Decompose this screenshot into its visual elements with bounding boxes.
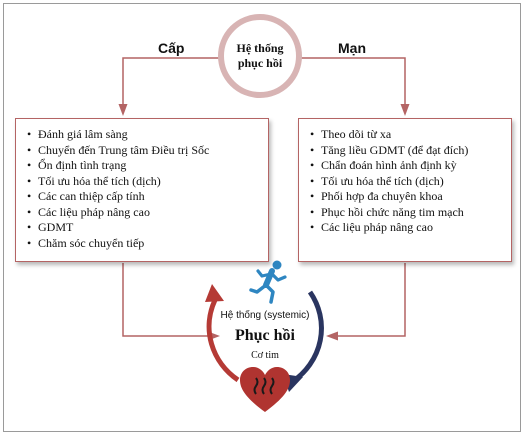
list-item: Các liệu pháp nâng cao: [310, 220, 511, 236]
running-person-icon: [249, 260, 287, 304]
arrow-from-acute-box: [122, 263, 220, 341]
arrow-from-chronic-box: [326, 263, 406, 341]
acute-items-list: Đánh giá lâm sàng Chuyển đến Trung tâm Đ…: [27, 127, 268, 251]
list-item: Phục hồi chức năng tim mạch: [310, 205, 511, 221]
recovery-title: Phục hồi: [234, 327, 295, 344]
list-item: Chuyển đến Trung tâm Điều trị Sốc: [27, 143, 268, 159]
center-label: Hệ thống phục hồi: [236, 41, 284, 70]
acute-care-box: Đánh giá lâm sàng Chuyển đến Trung tâm Đ…: [15, 118, 269, 262]
chronic-label: Mạn: [338, 40, 366, 56]
list-item: Đánh giá lâm sàng: [27, 127, 268, 143]
systemic-label: Hệ thống (systemic): [220, 310, 310, 321]
acute-label: Cấp: [158, 40, 185, 56]
chronic-care-box: Theo dõi từ xa Tăng liều GDMT (để đạt đí…: [298, 118, 512, 262]
arrow-to-acute-box: [118, 57, 222, 116]
cycle-arrowhead-red: [205, 284, 224, 302]
arrow-to-chronic-box: [298, 57, 410, 116]
list-item: Tối ưu hóa thể tích (dịch): [27, 174, 268, 190]
list-item: Tăng liều GDMT (để đạt đích): [310, 143, 511, 159]
center-node: Hệ thống phục hồi: [218, 14, 302, 98]
list-item: Các can thiệp cấp tính: [27, 189, 268, 205]
chronic-items-list: Theo dõi từ xa Tăng liều GDMT (để đạt đí…: [310, 127, 511, 236]
list-item: Chăm sóc chuyển tiếp: [27, 236, 268, 252]
list-item: Theo dõi từ xa: [310, 127, 511, 143]
cardiac-label: Cơ tim: [251, 350, 279, 361]
list-item: GDMT: [27, 220, 268, 236]
list-item: Các liệu pháp nâng cao: [27, 205, 268, 221]
cycle-arrow-navy: [290, 290, 324, 385]
list-item: Tối ưu hóa thể tích (dịch): [310, 174, 511, 190]
cycle-arrow-red: [206, 298, 240, 383]
list-item: Ổn định tình trạng: [27, 158, 268, 174]
list-item: Chẩn đoán hình ảnh định kỳ: [310, 158, 511, 174]
list-item: Phối hợp đa chuyên khoa: [310, 189, 511, 205]
heart-heat-icon: [240, 367, 290, 412]
